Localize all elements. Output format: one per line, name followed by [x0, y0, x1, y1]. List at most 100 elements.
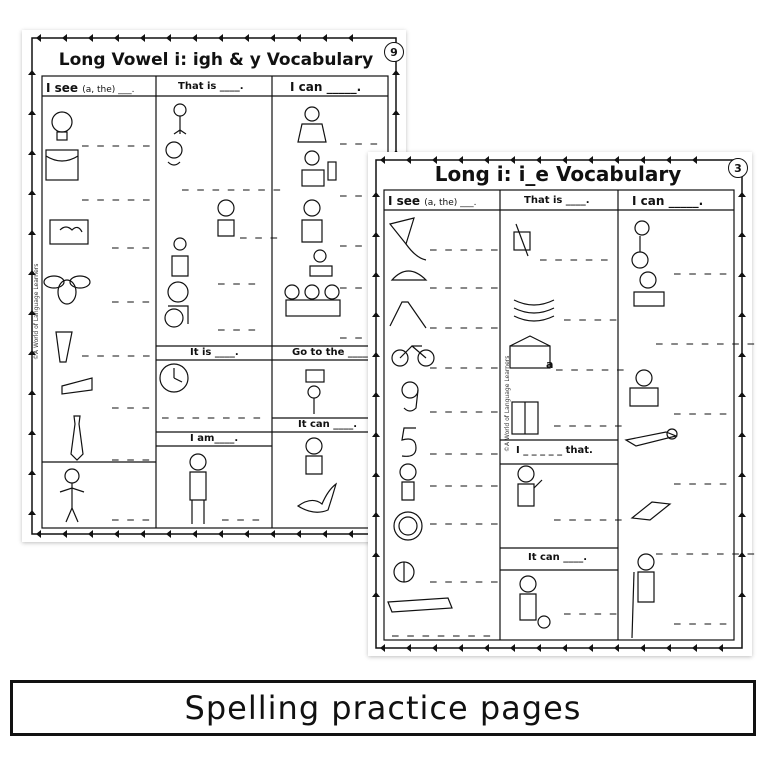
answer-blank[interactable]: _ _ _ [340, 276, 379, 289]
answer-blank[interactable]: _ _ _ _ _ [82, 188, 151, 201]
answer-blank[interactable]: _ _ _ _ _ [430, 238, 499, 251]
fight-picture [171, 237, 189, 277]
answer-blank[interactable]: _ _ _ [112, 508, 151, 521]
try-picture [301, 199, 323, 243]
answer-blank[interactable]: _ _ _ _ _ [430, 276, 499, 289]
answer-blank[interactable]: _ _ _ _ _ [556, 358, 625, 371]
answer-blank[interactable]: _ _ _ _ _ [430, 512, 499, 525]
answer-blank[interactable]: _ _ _ [340, 326, 379, 339]
white-door-picture [511, 401, 539, 435]
answer-blank[interactable]: _ _ _ _ _ [554, 414, 623, 427]
answer-blank[interactable]: _ _ _ _ _ _ _ [392, 624, 492, 637]
answer-blank[interactable]: _ _ _ _ _ _ _ [182, 178, 282, 191]
answer-blank[interactable]: _ _ _ _ [564, 602, 618, 615]
answer-blank[interactable]: _ _ _ [340, 184, 379, 197]
answer-blank[interactable]: _ _ _ [222, 508, 261, 521]
answer-blank[interactable]: _ _ _ _ [564, 308, 618, 321]
bite-picture [519, 575, 551, 629]
pile-picture [390, 270, 428, 281]
row-label-it-can: It can ____. [298, 419, 358, 430]
header-text: I see [46, 81, 79, 95]
page-number-badge: 3 [728, 158, 748, 178]
page-number-badge: 9 [384, 42, 404, 62]
porch-picture [509, 335, 551, 369]
arrow-border-left [28, 70, 36, 515]
hide-box-picture [629, 369, 659, 407]
worksheet-title: Long Vowel i: igh & y Vocabulary [58, 50, 374, 70]
article-a: a [546, 358, 554, 371]
row-label-it-is: It is ____. [190, 347, 239, 358]
column-header-i-can: I can _____. [632, 194, 704, 208]
row-label-i-am: I am____. [190, 433, 239, 444]
answer-blank[interactable]: _ _ _ [112, 448, 151, 461]
paint-bucket-picture [513, 223, 531, 257]
answer-blank[interactable]: _ _ _ _ _ [430, 442, 499, 455]
answer-blank[interactable]: _ _ _ _ _ [430, 356, 499, 369]
row-label-go-to-the: Go to the ____ [292, 347, 368, 358]
spy-picture [284, 284, 341, 317]
arrow-border-left [372, 192, 380, 597]
arrow-border-top [380, 156, 697, 164]
answer-blank[interactable]: _ _ _ [112, 290, 151, 303]
row-label-it-can: It can ____. [528, 552, 588, 563]
sigh-picture [217, 199, 235, 237]
answer-blank[interactable]: _ _ _ _ _ _ _ [162, 406, 262, 419]
answer-blank[interactable]: _ _ _ _ [674, 612, 728, 625]
answer-blank[interactable]: _ _ _ _ _ [430, 400, 499, 413]
ride-bike-picture [631, 220, 650, 269]
slide-picture [389, 301, 427, 329]
answer-blank[interactable]: _ _ _ [340, 234, 379, 247]
answer-blank[interactable]: _ _ _ _ _ [554, 508, 623, 521]
header-hint: (a, the) ___. [424, 198, 477, 208]
answer-blank[interactable]: _ _ _ _ _ [540, 248, 609, 261]
answer-blank[interactable]: _ _ _ _ _ [430, 570, 499, 583]
arrow-border-top [36, 34, 353, 42]
fry-picture [301, 150, 337, 187]
window-picture [45, 149, 79, 181]
answer-blank[interactable]: _ _ _ _ _ _ _ [656, 332, 756, 345]
answer-blank[interactable]: _ _ _ _ [674, 262, 728, 275]
column-header-i-see: I see (a, the) ___. [46, 81, 135, 95]
answer-blank[interactable]: _ _ _ [218, 272, 257, 285]
thigh-picture [55, 331, 73, 363]
high-picture [164, 281, 189, 328]
answer-blank[interactable]: _ _ _ [340, 132, 379, 145]
cry-picture [165, 141, 183, 166]
answer-blank[interactable]: _ _ _ [112, 396, 151, 409]
worksheet-title: Long i: i_e Vocabulary [434, 162, 682, 186]
answer-blank[interactable]: _ _ _ _ _ [82, 344, 151, 357]
answer-blank[interactable]: _ _ _ _ _ [430, 316, 499, 329]
kite-picture [388, 217, 427, 261]
caption-box: Spelling practice pages [10, 680, 756, 736]
answer-blank[interactable]: _ _ _ [112, 236, 151, 249]
answer-blank[interactable]: _ _ _ [218, 318, 257, 331]
nine-picture [401, 381, 419, 412]
answer-blank[interactable]: _ _ _ _ [674, 402, 728, 415]
answer-blank[interactable]: _ _ _ _ _ _ _ [656, 542, 756, 555]
dime-picture [393, 511, 423, 541]
answer-blank[interactable]: _ _ _ _ _ [430, 474, 499, 487]
five-picture [401, 427, 417, 457]
light-bulb-picture [51, 111, 73, 141]
credit-text: ©A World of Language Learners [33, 263, 40, 360]
worksheet-i-e: 3 Long i: i_e Vocabulary I see (a, the) … [368, 152, 756, 656]
glide-picture [630, 501, 672, 521]
arrow-border-right [392, 70, 400, 515]
dive-picture [624, 428, 678, 447]
smile-picture [399, 463, 417, 501]
worksheet-igh-y: 9 Long Vowel i: igh & y Vocabulary I see… [22, 30, 406, 542]
lime-picture [393, 561, 415, 583]
tie-picture [70, 415, 84, 461]
fly-picture [43, 275, 91, 305]
sky-picture [49, 219, 89, 245]
answer-blank[interactable]: _ _ _ _ _ [82, 134, 151, 147]
answer-blank[interactable]: _ _ _ [240, 226, 279, 239]
pilot-picture [173, 103, 187, 135]
sign-picture [305, 369, 325, 414]
dry-picture [297, 106, 327, 143]
answer-blank[interactable]: _ _ _ _ [674, 472, 728, 485]
column-header-i-can: I can _____. [290, 80, 362, 94]
column-header-that-is: That is ____. [524, 195, 590, 206]
worksheet-frame [372, 156, 746, 652]
header-text: I see [388, 194, 421, 208]
